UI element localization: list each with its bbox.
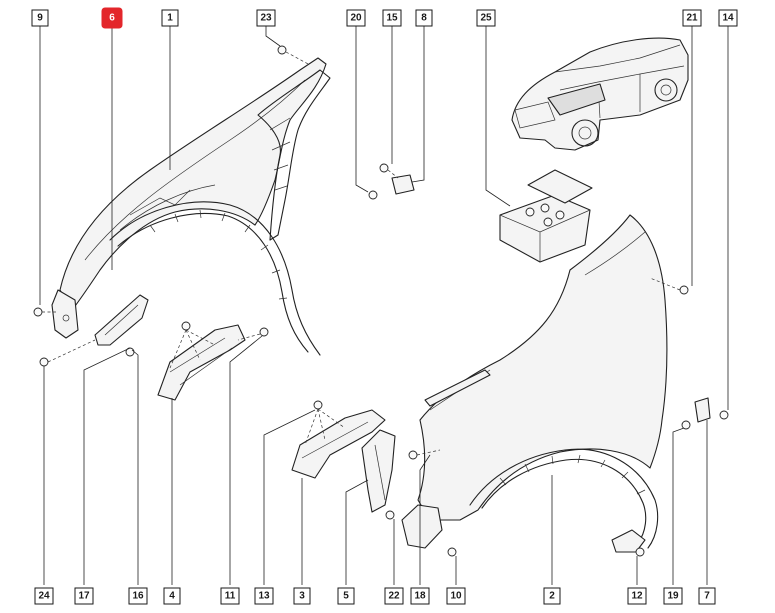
callout-7[interactable]: 7 xyxy=(698,587,716,605)
callout-17[interactable]: 17 xyxy=(74,587,94,605)
callout-25[interactable]: 25 xyxy=(476,9,496,27)
svg-text:1: 1 xyxy=(167,13,173,24)
callout-5[interactable]: 5 xyxy=(337,587,355,605)
svg-text:15: 15 xyxy=(386,13,398,24)
vehicle-illustration xyxy=(511,37,689,151)
callout-20[interactable]: 20 xyxy=(346,9,366,27)
svg-text:8: 8 xyxy=(421,13,427,24)
svg-text:14: 14 xyxy=(722,13,734,24)
right-fender-illustration xyxy=(401,214,668,553)
svg-text:6: 6 xyxy=(109,13,115,24)
svg-text:3: 3 xyxy=(299,591,305,602)
svg-text:19: 19 xyxy=(667,591,679,602)
right-brackets-illustration xyxy=(291,409,396,513)
svg-text:12: 12 xyxy=(631,591,643,602)
callout-labels: 9 6 1 23 20 15 8 25 21 14 24 17 16 4 11 xyxy=(31,7,738,605)
callout-11[interactable]: 11 xyxy=(220,587,240,605)
callout-23[interactable]: 23 xyxy=(256,9,276,27)
callout-8[interactable]: 8 xyxy=(415,9,433,27)
callout-22[interactable]: 22 xyxy=(384,587,404,605)
svg-text:18: 18 xyxy=(414,591,426,602)
svg-text:16: 16 xyxy=(132,591,144,602)
svg-text:13: 13 xyxy=(258,591,270,602)
left-brackets-illustration xyxy=(94,294,246,401)
svg-text:11: 11 xyxy=(225,591,236,602)
callout-16[interactable]: 16 xyxy=(128,587,148,605)
callout-24[interactable]: 24 xyxy=(34,587,54,605)
callout-14[interactable]: 14 xyxy=(718,9,738,27)
callout-6[interactable]: 6 xyxy=(101,7,123,29)
svg-text:2: 2 xyxy=(549,591,555,602)
upper-clips xyxy=(368,163,415,200)
svg-text:23: 23 xyxy=(260,13,272,24)
callout-10[interactable]: 10 xyxy=(446,587,466,605)
callout-12[interactable]: 12 xyxy=(627,587,647,605)
callout-3[interactable]: 3 xyxy=(293,587,311,605)
left-fasteners xyxy=(33,45,311,369)
svg-text:17: 17 xyxy=(78,591,90,602)
svg-text:24: 24 xyxy=(38,591,50,602)
leader-lines xyxy=(39,26,729,585)
callout-19[interactable]: 19 xyxy=(663,587,683,605)
left-fender-illustration xyxy=(51,57,331,356)
callout-13[interactable]: 13 xyxy=(254,587,274,605)
callout-15[interactable]: 15 xyxy=(382,9,402,27)
svg-text:9: 9 xyxy=(37,13,43,24)
svg-text:5: 5 xyxy=(343,591,349,602)
svg-text:21: 21 xyxy=(686,13,698,24)
callout-4[interactable]: 4 xyxy=(163,587,181,605)
callout-2[interactable]: 2 xyxy=(543,587,561,605)
callout-9[interactable]: 9 xyxy=(31,9,49,27)
svg-text:7: 7 xyxy=(704,591,710,602)
callout-21[interactable]: 21 xyxy=(682,9,702,27)
callout-18[interactable]: 18 xyxy=(410,587,430,605)
svg-text:10: 10 xyxy=(450,591,462,602)
callout-1[interactable]: 1 xyxy=(161,9,179,27)
right-fasteners xyxy=(304,277,729,557)
svg-text:20: 20 xyxy=(350,13,362,24)
svg-text:22: 22 xyxy=(388,591,400,602)
svg-text:25: 25 xyxy=(480,13,492,24)
fastener-kit-illustration xyxy=(499,169,593,263)
svg-text:4: 4 xyxy=(169,591,175,602)
